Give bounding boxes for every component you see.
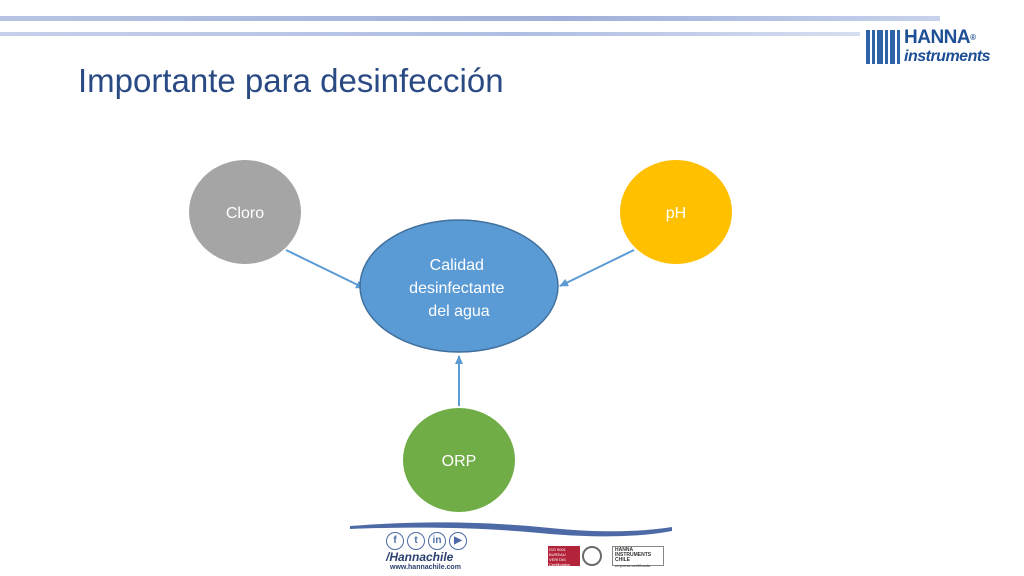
center-label-line-2: desinfectante — [409, 280, 504, 297]
certified-company-box: HANNA INSTRUMENTS CHILE empresa certific… — [612, 546, 664, 568]
bureau-veritas-seal-icon — [582, 546, 602, 566]
footer-wave — [350, 522, 672, 537]
facebook-icon[interactable]: f — [386, 532, 404, 550]
node-orp-label: ORP — [442, 453, 477, 470]
twitter-icon[interactable]: t — [407, 532, 425, 550]
iso-badge: ISO 9001 BUREAU VERITAS Certification — [548, 546, 580, 567]
cert-box-sub: empresa certificada — [615, 563, 650, 568]
certification-badges: ISO 9001 BUREAU VERITAS Certification HA… — [548, 546, 668, 570]
logo-wordmark-instruments: instruments — [904, 48, 991, 65]
header-stripe-top — [0, 16, 940, 21]
logo-bars-icon — [866, 30, 902, 64]
node-center — [359, 219, 559, 353]
svg-text:Calidad desinfectante: Calidad desinfectante del agua — [409, 257, 509, 320]
node-ph-label: pH — [666, 205, 686, 222]
logo-wordmark-hanna: HANNA® — [904, 27, 976, 48]
linkedin-icon[interactable]: in — [428, 532, 446, 550]
header-stripe-bottom — [0, 32, 860, 36]
social-handle: /Hannachile — [386, 550, 454, 564]
arrow-cloro-to-center — [285, 249, 365, 289]
node-cloro — [189, 160, 301, 264]
website-link[interactable]: www.hannachile.com — [390, 564, 461, 571]
youtube-icon[interactable]: ▶ — [449, 532, 467, 550]
node-orp — [403, 408, 515, 512]
hanna-logo: HANNA® instruments — [866, 28, 998, 68]
node-cloro-label: Cloro — [226, 205, 264, 222]
center-label-line-3: del agua — [428, 303, 489, 320]
node-ph — [620, 160, 732, 264]
center-label-line-1: Calidad — [430, 257, 484, 274]
cert-box-title: HANNA INSTRUMENTS CHILE — [615, 547, 652, 563]
arrow-ph-to-center — [559, 249, 635, 287]
slide-title: Importante para desinfección — [78, 62, 504, 99]
